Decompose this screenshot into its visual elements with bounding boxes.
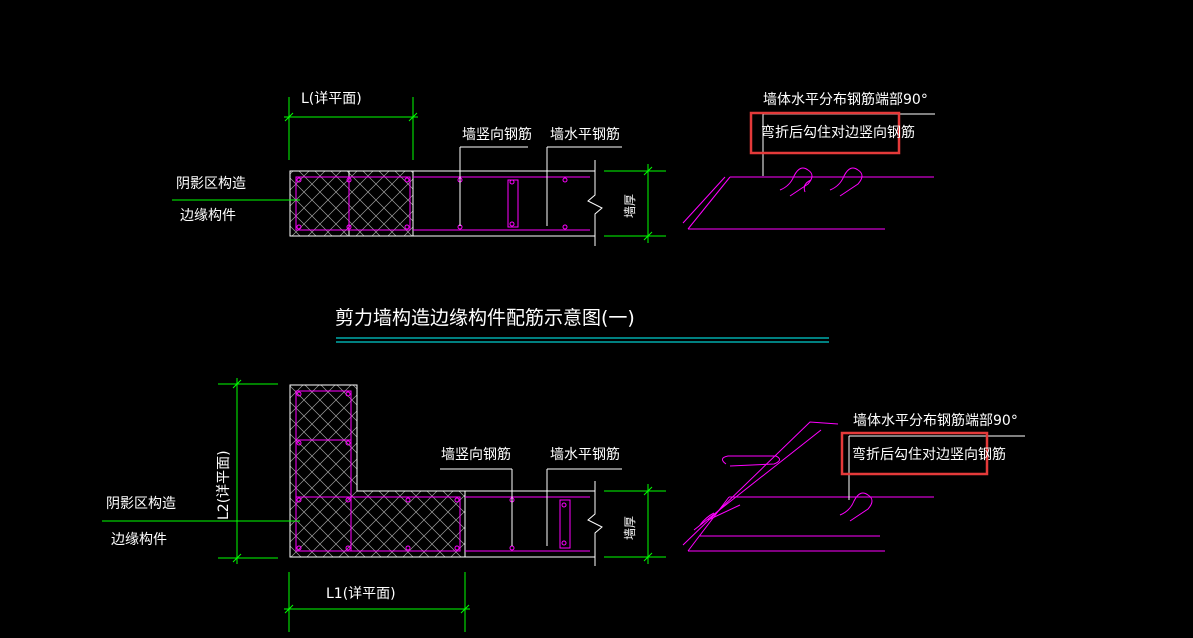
bottom-wall-outline	[465, 481, 603, 566]
bottom-shadow-label-2: 边缘构件	[111, 532, 167, 548]
bottom-dim-l1-label: L1(详平面)	[326, 586, 396, 602]
bottom-wall-thickness-dim: 墙厚	[604, 484, 666, 564]
bottom-shadow-region	[289, 384, 466, 558]
bottom-detail-label-1: 墙体水平分布钢筋端部90°	[853, 412, 1018, 429]
bottom-wall-thickness-label: 墙厚	[623, 516, 637, 540]
top-shadow-label-2: 边缘构件	[180, 208, 236, 224]
bottom-detail-sketch: 墙体水平分布钢筋端部90° 弯折后勾住对边竖向钢筋	[682, 412, 1025, 552]
top-dimension-l: L(详平面)	[284, 91, 418, 160]
top-wall-thickness-dim: 墙厚	[604, 164, 666, 243]
top-vertical-rebar-label: 墙竖向钢筋	[462, 126, 532, 143]
bottom-rebar	[295, 390, 590, 552]
bottom-dim-l2-label: L2(详平面)	[216, 450, 232, 520]
top-detail-sketch: 墙体水平分布钢筋端部90° 弯折后勾住对边竖向钢筋	[682, 91, 935, 230]
bottom-detail-label-2: 弯折后勾住对边竖向钢筋	[852, 446, 1006, 463]
top-diagram: L(详平面) 阴影区构造 边缘构件	[172, 91, 935, 246]
top-highlight-box	[749, 111, 901, 155]
bottom-horizontal-rebar-label: 墙水平钢筋	[550, 446, 620, 463]
top-wall-thickness-label: 墙厚	[623, 194, 637, 218]
bottom-vertical-rebar-label: 墙竖向钢筋	[441, 446, 511, 463]
top-detail-label-1: 墙体水平分布钢筋端部90°	[763, 91, 928, 108]
drawing-title: 剪力墙构造边缘构件配筋示意图(一)	[335, 307, 829, 343]
bottom-dimension-l1: L1(详平面)	[284, 572, 470, 632]
top-detail-label-2: 弯折后勾住对边竖向钢筋	[761, 124, 915, 141]
top-dim-label: L(详平面)	[301, 91, 362, 107]
title-text: 剪力墙构造边缘构件配筋示意图(一)	[335, 307, 635, 329]
bottom-highlight-box	[840, 431, 989, 476]
bottom-dimension-l2: L2(详平面)	[216, 378, 278, 564]
bottom-diagram: L2(详平面) L1(详平面)	[102, 378, 1025, 632]
top-wall-outline	[413, 160, 603, 246]
top-horizontal-rebar-label: 墙水平钢筋	[550, 126, 620, 143]
top-shadow-label-1: 阴影区构造	[176, 176, 246, 192]
top-shadow-region	[289, 170, 414, 237]
bottom-shadow-label-1: 阴影区构造	[106, 496, 176, 512]
top-rebar	[295, 176, 590, 231]
